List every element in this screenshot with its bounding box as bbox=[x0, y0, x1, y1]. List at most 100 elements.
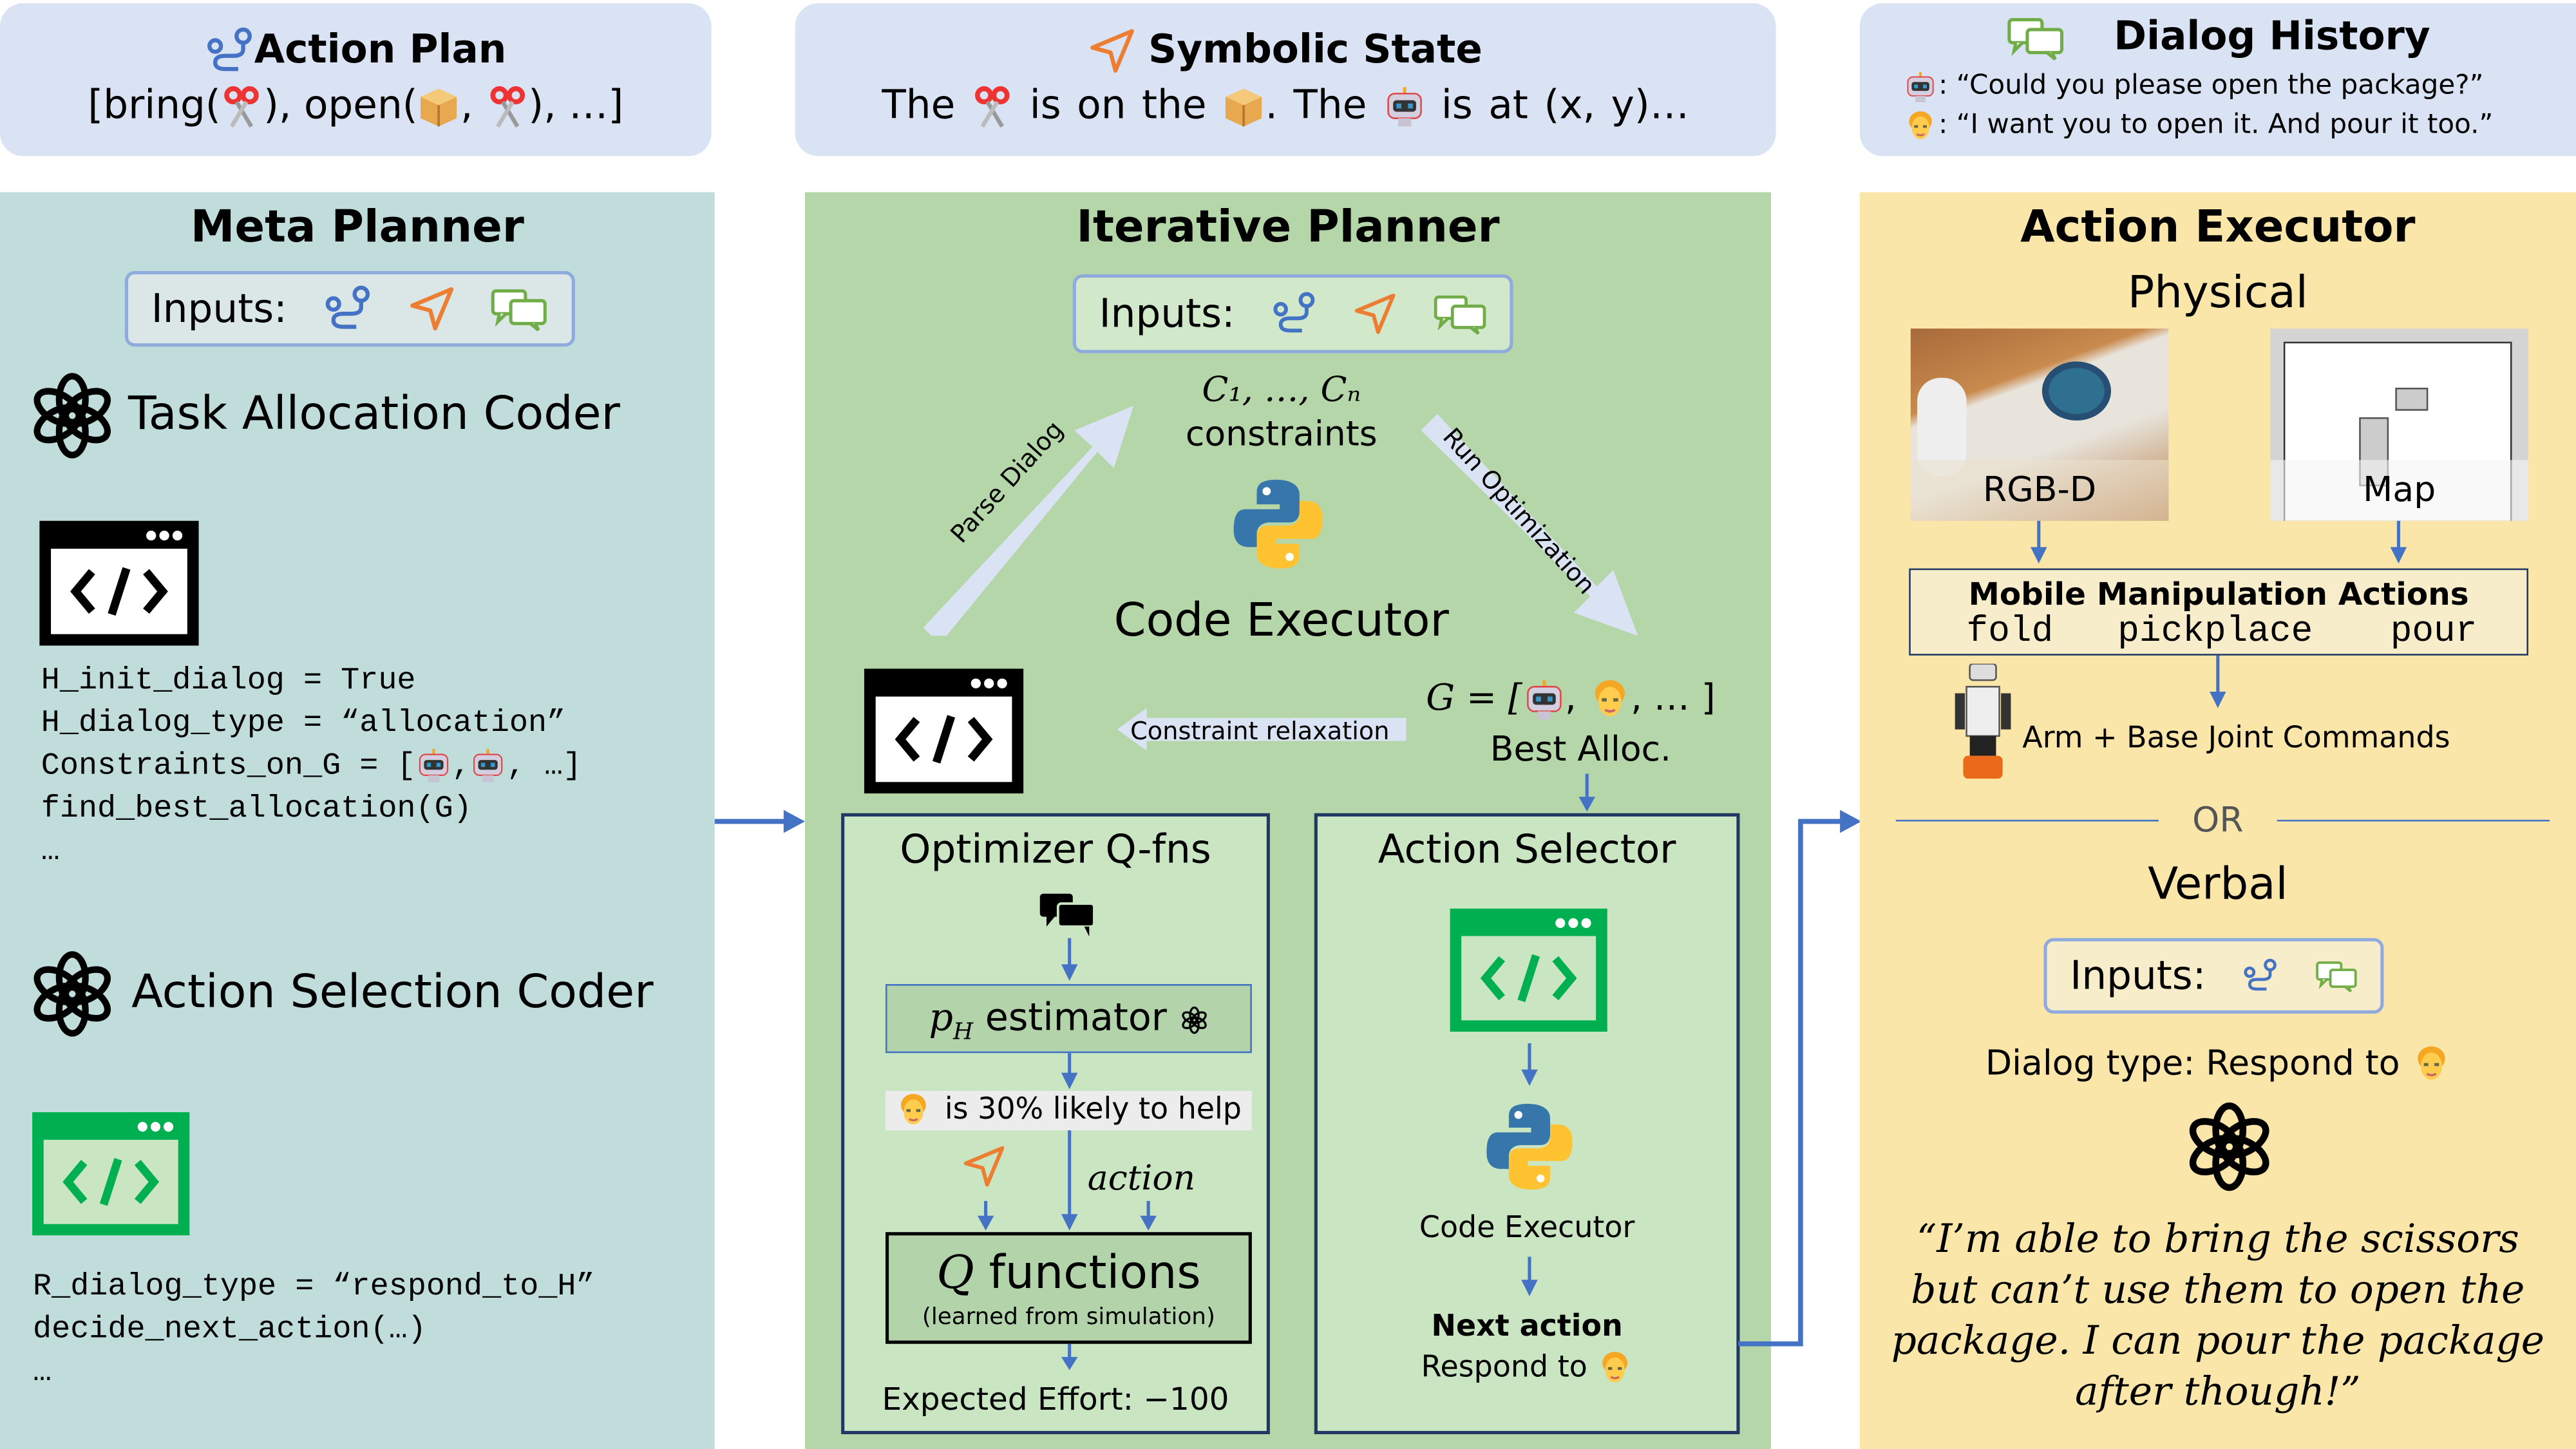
action-selection-coder: Action Selection Coder bbox=[26, 948, 654, 1040]
human-utterance: : “I want you to open it. And pour it to… bbox=[1902, 108, 2493, 142]
text: , … ] bbox=[1631, 678, 1716, 720]
code-line: find_best_allocation(G) bbox=[41, 790, 472, 827]
scissors-icon bbox=[221, 86, 263, 128]
code-window-icon bbox=[864, 668, 1024, 794]
text: [bring( bbox=[88, 82, 221, 128]
scissors-icon bbox=[486, 86, 528, 128]
chat-icon bbox=[2005, 15, 2065, 61]
iterative-planner-inputs: Inputs: bbox=[1072, 274, 1513, 354]
person-icon bbox=[2411, 1045, 2450, 1084]
arrow-down bbox=[1061, 938, 1078, 981]
constraints-math: C₁, …, Cₙ bbox=[1202, 369, 1361, 410]
mobile-manipulation-actions-box: Mobile Manipulation Actions fold pickpla… bbox=[1909, 568, 2528, 656]
chat-icon bbox=[490, 286, 549, 332]
action-selector-box: Action Selector Code Executor Next actio… bbox=[1314, 813, 1740, 1435]
code-window-icon bbox=[39, 520, 199, 646]
mma-title: Mobile Manipulation Actions bbox=[1968, 576, 2469, 613]
symbolic-state-line: The is on the . The is at (x, y)… bbox=[795, 82, 1776, 128]
text: Constraints_on_G = [ bbox=[41, 747, 416, 784]
action-label: action bbox=[1087, 1158, 1196, 1198]
robot-icon bbox=[416, 748, 452, 784]
map-label: Map bbox=[2363, 469, 2436, 509]
physical-label: Physical bbox=[2127, 267, 2308, 319]
joint-commands-label: Arm + Base Joint Commands bbox=[2022, 721, 2450, 756]
route-icon bbox=[323, 284, 372, 334]
arrow-down bbox=[1578, 773, 1596, 812]
action-plan-line: [bring( ), open(, ), …] bbox=[0, 82, 712, 128]
openai-icon bbox=[2182, 1099, 2277, 1195]
text: Respond to bbox=[1421, 1350, 1587, 1385]
text: The bbox=[882, 82, 956, 128]
best-allocation-g: G = [, , … ] bbox=[1426, 678, 1716, 721]
arrow-down bbox=[1140, 1200, 1157, 1231]
route-icon bbox=[2242, 951, 2278, 1001]
action-selector-title: Action Selector bbox=[1378, 826, 1676, 873]
text: H bbox=[952, 1019, 974, 1046]
navigation-arrow-outline-icon bbox=[963, 1145, 1005, 1188]
meta-planner-inputs: Inputs: bbox=[124, 270, 575, 347]
selector-to-executor-arrow bbox=[1738, 810, 1862, 1347]
constraint-relaxation-arrow bbox=[1117, 708, 1406, 751]
navigation-arrow-icon bbox=[408, 286, 454, 332]
map-image: Map bbox=[2270, 328, 2528, 521]
code-line: decide_next_action(…) bbox=[33, 1311, 426, 1347]
openai-icon bbox=[26, 948, 118, 1040]
chat-icon bbox=[2315, 953, 2358, 999]
text: : “Could you please open the package?” bbox=[1938, 69, 2484, 100]
python-icon bbox=[1482, 1099, 1577, 1195]
action-pickplace: pickplace bbox=[2117, 611, 2313, 652]
symbolic-state-title-row: Symbolic State bbox=[795, 26, 1776, 74]
scissors-icon bbox=[971, 86, 1014, 128]
text: functions bbox=[989, 1245, 1201, 1300]
dialog-history-box: Dialog History : “Could you please open … bbox=[1859, 3, 2576, 156]
mobile-robot-icon bbox=[1950, 663, 2016, 779]
text: ), …] bbox=[528, 82, 624, 128]
navigation-arrow-icon bbox=[1353, 291, 1396, 337]
code-line: Constraints_on_G = [,, …] bbox=[41, 744, 582, 787]
text: , bbox=[460, 82, 473, 128]
q-functions-box: Q functions (learned from simulation) bbox=[885, 1232, 1252, 1344]
ph-estimator-box: pH estimator bbox=[885, 984, 1252, 1054]
arrow-down bbox=[1061, 1053, 1078, 1090]
action-executor-title: Action Executor bbox=[2020, 202, 2416, 253]
verbal-inputs: Inputs: bbox=[2043, 938, 2384, 1014]
arrow-down bbox=[1061, 1130, 1078, 1231]
openai-icon bbox=[1179, 1005, 1209, 1034]
dialog-type: Dialog type: Respond to bbox=[1860, 1043, 2576, 1084]
action-fold: fold bbox=[1966, 611, 2054, 652]
code-line: H_dialog_type = “allocation” bbox=[41, 705, 566, 741]
code-line: R_dialog_type = “respond_to_H” bbox=[33, 1268, 595, 1305]
q-functions-title: Q functions bbox=[889, 1245, 1249, 1300]
task-allocation-coder: Task Allocation Coder bbox=[26, 370, 620, 462]
symbolic-state-title: Symbolic State bbox=[1148, 26, 1482, 73]
navigation-arrow-icon bbox=[1088, 28, 1134, 73]
text: G = [ bbox=[1426, 678, 1522, 720]
q-functions-note: (learned from simulation) bbox=[922, 1304, 1215, 1331]
iterative-planner-title: Iterative Planner bbox=[1076, 202, 1500, 253]
best-alloc-label: Best Alloc. bbox=[1490, 729, 1672, 769]
person-icon bbox=[1596, 1350, 1633, 1387]
constraints-label: constraints bbox=[1185, 413, 1378, 454]
optimizer-title: Optimizer Q-fns bbox=[900, 826, 1211, 873]
action-plan-box: Action Plan [bring( ), open(, ), …] bbox=[0, 3, 712, 156]
iterative-planner-panel: Iterative Planner Inputs: C₁, …, Cₙ cons… bbox=[804, 192, 1771, 1449]
text: p bbox=[929, 997, 953, 1040]
text: ), open( bbox=[263, 82, 418, 128]
text: is on the bbox=[1029, 82, 1207, 128]
arrow-down bbox=[2031, 520, 2047, 564]
route-icon bbox=[1271, 289, 1317, 339]
text: , …] bbox=[506, 747, 582, 784]
person-icon bbox=[895, 1092, 931, 1128]
meta-to-iterative-arrow bbox=[714, 810, 805, 833]
action-plan-title-row: Action Plan bbox=[0, 26, 712, 76]
python-icon bbox=[1229, 475, 1327, 573]
likelihood-label: is 30% likely to help bbox=[885, 1090, 1252, 1131]
text: , bbox=[1565, 678, 1577, 720]
arrow-down bbox=[1521, 1256, 1538, 1296]
parse-dialog-arrow bbox=[923, 406, 1134, 636]
robot-utterance: : “Could you please open the package?” bbox=[1902, 69, 2483, 102]
text: : “I want you to open it. And pour it to… bbox=[1938, 108, 2494, 140]
verbal-label: Verbal bbox=[2148, 859, 2288, 911]
next-action-label: Next action bbox=[1431, 1309, 1623, 1344]
